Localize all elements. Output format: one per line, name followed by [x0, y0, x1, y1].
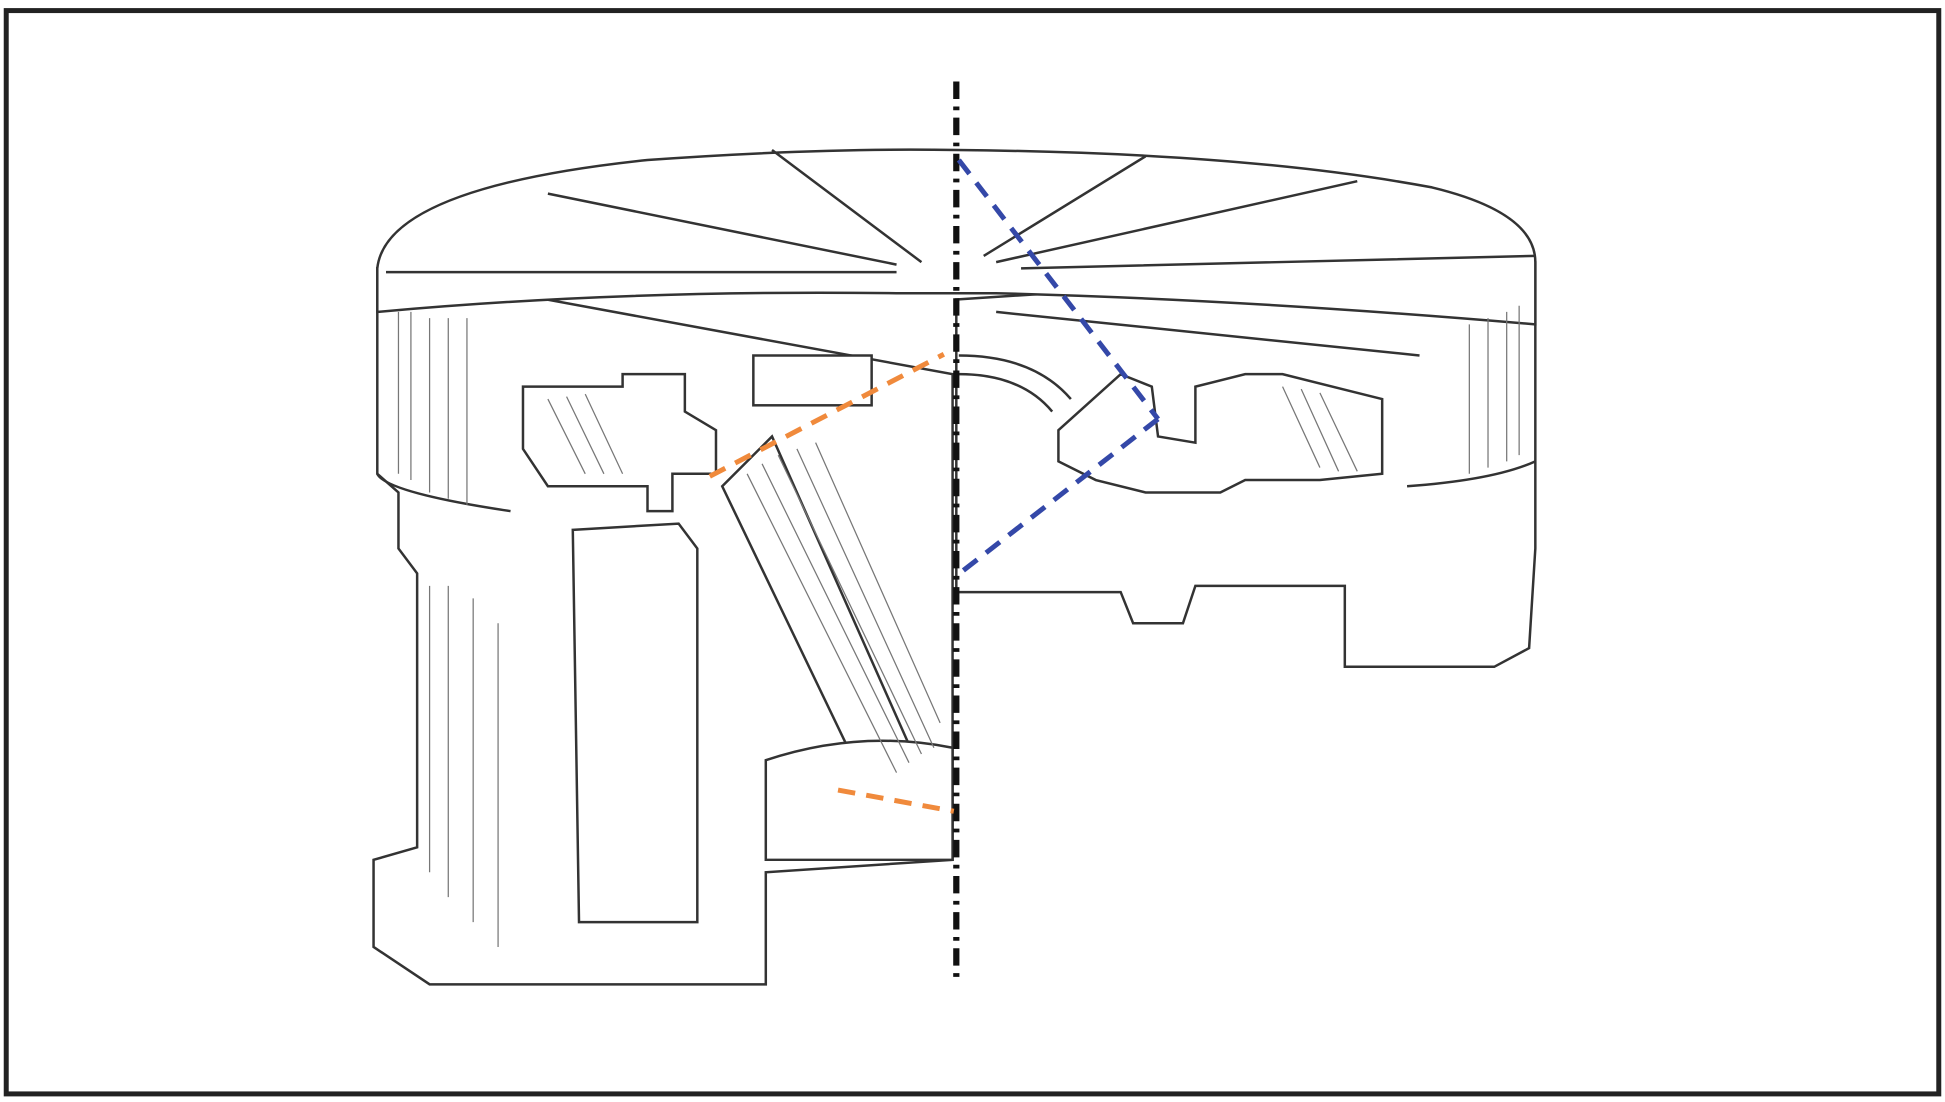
left-cavity-gear — [521, 372, 718, 513]
blue-dashed-line-lower — [954, 417, 1160, 578]
orange-dashed-lines — [708, 352, 955, 814]
orange-dashed-line-lower — [837, 787, 955, 814]
left-window — [752, 354, 873, 407]
blue-dashed-lines — [954, 158, 1161, 578]
disc-rim — [376, 310, 1536, 513]
hatching — [397, 305, 1520, 947]
center-hub-bottom — [764, 739, 954, 862]
left-column — [571, 522, 699, 924]
orange-dashed-line-upper — [708, 352, 946, 479]
right-cavity-gear — [1057, 372, 1384, 494]
inner-ring — [958, 354, 1072, 413]
blue-dashed-line-upper — [956, 158, 1161, 421]
disc-segment-lines — [386, 149, 1536, 274]
